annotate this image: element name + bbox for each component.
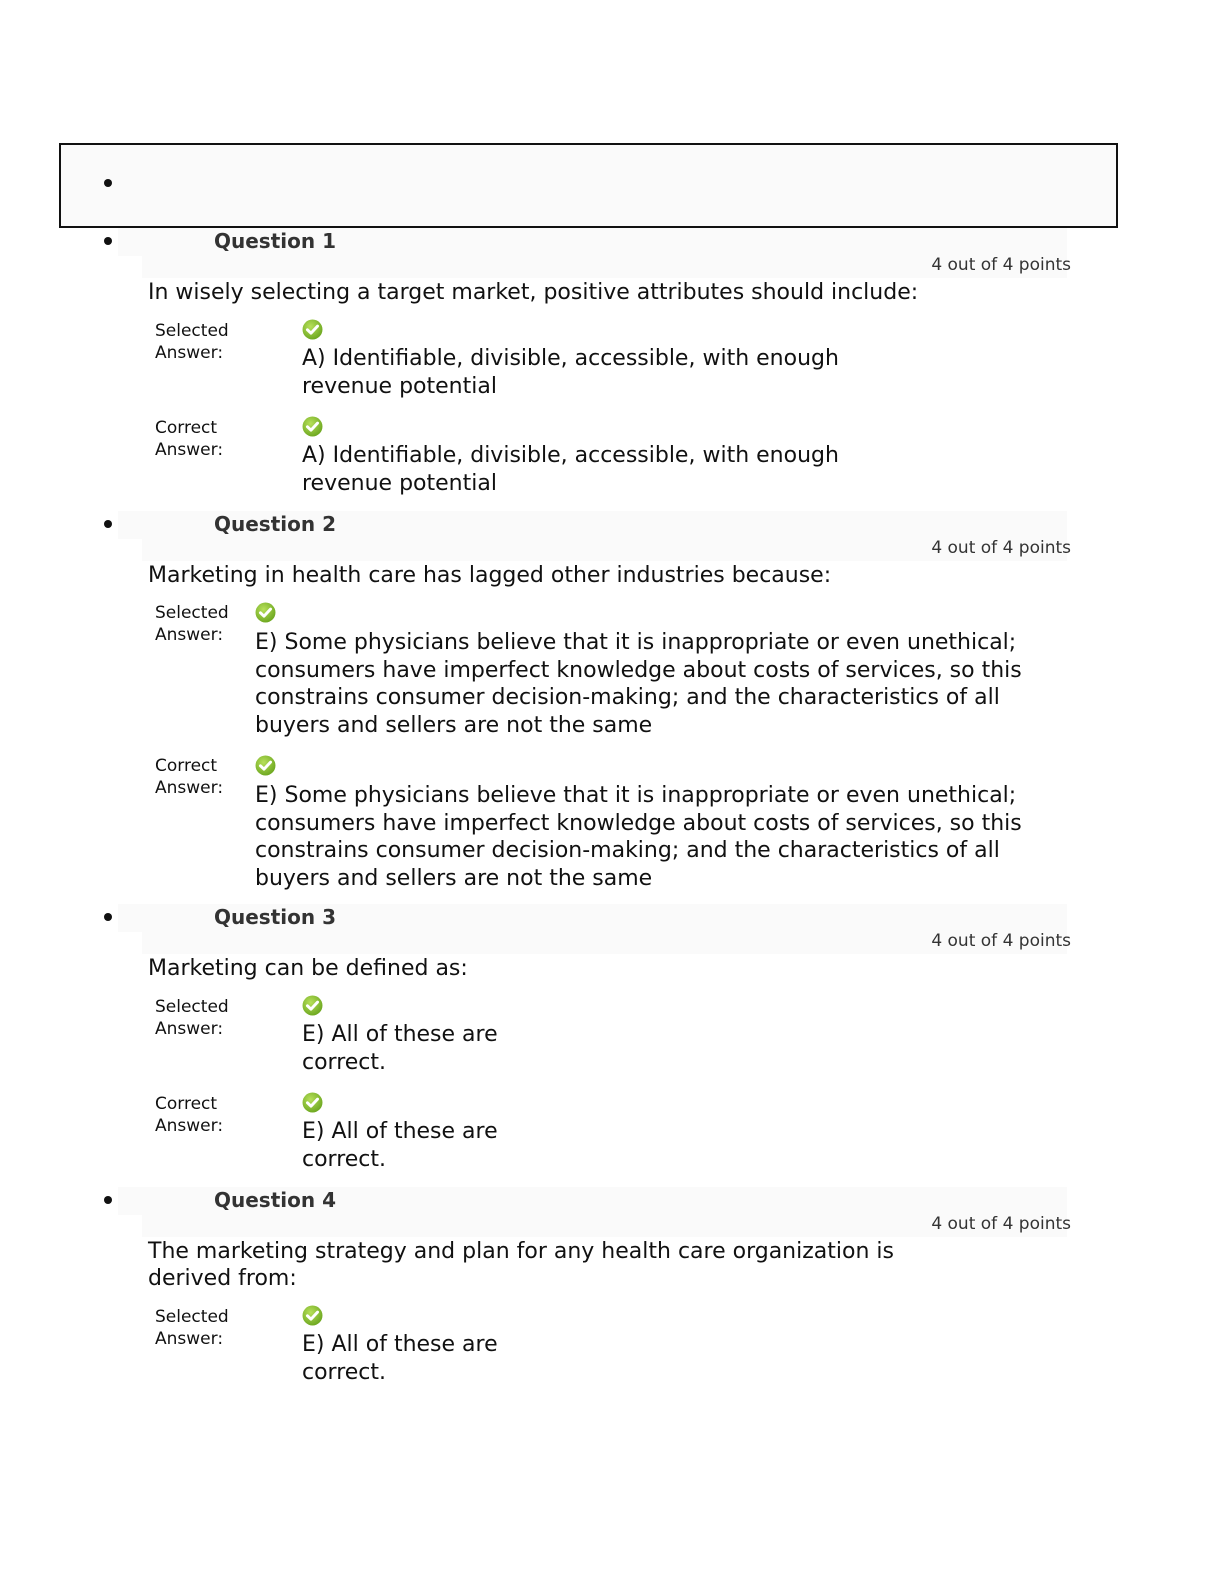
label-line: Selected — [155, 603, 229, 623]
correct-check-icon — [302, 1092, 323, 1113]
label-line: Selected — [155, 997, 229, 1017]
label-line: Correct — [155, 418, 218, 438]
question-1-correct-label: Correct Answer: — [155, 417, 250, 461]
question-2-selected-label: Selected Answer: — [155, 602, 250, 646]
question-1-correct-answer: A) Identifiable, divisible, accessible, … — [302, 416, 902, 498]
question-4-selected-label: Selected Answer: — [155, 1306, 250, 1350]
question-3-points-band — [142, 932, 1067, 954]
correct-answer-text: A) Identifiable, divisible, accessible, … — [302, 443, 839, 496]
question-2-points-band — [142, 539, 1067, 561]
question-3-correct-label: Correct Answer: — [155, 1093, 250, 1137]
question-1-selected-label: Selected Answer: — [155, 320, 250, 364]
question-4-header-band — [118, 1187, 1067, 1215]
correct-check-icon — [255, 602, 276, 623]
header-box — [59, 143, 1118, 228]
correct-check-icon — [302, 995, 323, 1016]
correct-check-icon — [302, 1305, 323, 1326]
question-4-title: Question 4 — [214, 1188, 336, 1212]
question-2-correct-answer: E) Some physicians believe that it is in… — [255, 755, 1025, 892]
question-4-bullet — [104, 1196, 112, 1204]
label-line: Answer: — [155, 440, 224, 460]
label-line: Answer: — [155, 1019, 224, 1039]
label-line: Correct — [155, 1094, 218, 1114]
question-1-selected-answer: A) Identifiable, divisible, accessible, … — [302, 319, 902, 401]
question-4-selected-answer: E) All of these are correct. — [302, 1305, 527, 1387]
question-2-bullet — [104, 520, 112, 528]
label-line: Answer: — [155, 343, 224, 363]
question-3-selected-answer: E) All of these are correct. — [302, 995, 527, 1077]
label-line: Selected — [155, 321, 229, 341]
question-4-points-band — [142, 1215, 1067, 1237]
question-1-points: 4 out of 4 points — [931, 255, 1071, 275]
selected-answer-text: E) All of these are correct. — [302, 1332, 498, 1385]
correct-check-icon — [302, 319, 323, 340]
question-3-bullet — [104, 913, 112, 921]
correct-answer-text: E) Some physicians believe that it is in… — [255, 783, 1022, 891]
question-2-title: Question 2 — [214, 512, 336, 536]
label-line: Answer: — [155, 625, 224, 645]
question-2-points: 4 out of 4 points — [931, 538, 1071, 558]
question-3-title: Question 3 — [214, 905, 336, 929]
question-4-text: The marketing strategy and plan for any … — [148, 1239, 894, 1291]
question-2-correct-label: Correct Answer: — [155, 755, 250, 799]
question-4-points: 4 out of 4 points — [931, 1214, 1071, 1234]
header-bullet — [104, 179, 112, 187]
question-2-text: Marketing in health care has lagged othe… — [148, 563, 832, 588]
question-2-selected-answer: E) Some physicians believe that it is in… — [255, 602, 1025, 739]
question-3-header-band — [118, 904, 1067, 932]
label-line: Selected — [155, 1307, 229, 1327]
question-1-text: In wisely selecting a target market, pos… — [148, 280, 919, 305]
question-1-points-band — [142, 256, 1067, 278]
correct-check-icon — [302, 416, 323, 437]
label-line: Answer: — [155, 778, 224, 798]
selected-answer-text: A) Identifiable, divisible, accessible, … — [302, 346, 839, 399]
question-2-header-band — [118, 511, 1067, 539]
label-line: Correct — [155, 756, 218, 776]
label-line: Answer: — [155, 1329, 224, 1349]
question-1-header-band — [118, 228, 1067, 256]
selected-answer-text: E) All of these are correct. — [302, 1022, 498, 1075]
question-1-bullet — [104, 237, 112, 245]
question-3-correct-answer: E) All of these are correct. — [302, 1092, 527, 1174]
question-3-text: Marketing can be defined as: — [148, 956, 468, 981]
question-3-selected-label: Selected Answer: — [155, 996, 250, 1040]
correct-answer-text: E) All of these are correct. — [302, 1119, 498, 1172]
question-1-title: Question 1 — [214, 229, 336, 253]
label-line: Answer: — [155, 1116, 224, 1136]
question-3-points: 4 out of 4 points — [931, 931, 1071, 951]
correct-check-icon — [255, 755, 276, 776]
selected-answer-text: E) Some physicians believe that it is in… — [255, 630, 1022, 738]
